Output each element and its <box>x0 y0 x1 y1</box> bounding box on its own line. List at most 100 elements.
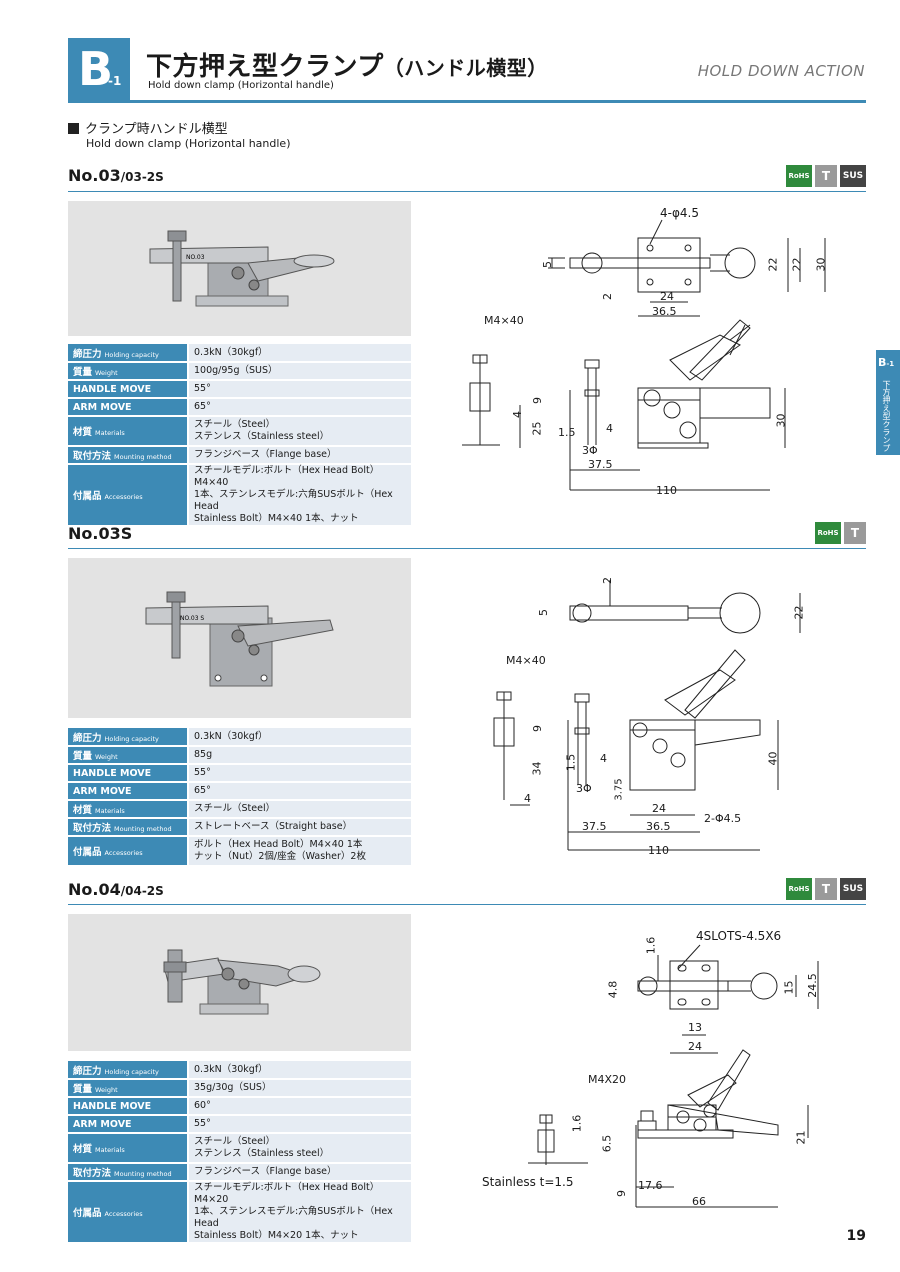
product-name-2: No.03S <box>68 524 133 543</box>
side-tab-vertical-text: 下方押え型クランプ <box>882 380 891 452</box>
page-subtitle: Hold down clamp (Horizontal handle) <box>148 80 334 91</box>
sus-badge: SUS <box>840 878 866 900</box>
dim-6-5: 6.5 <box>600 1134 614 1153</box>
dim-hole: 4-φ4.5 <box>660 206 699 220</box>
side-index-tab[interactable]: B-1 下方押え型クランプ <box>876 350 900 455</box>
dim-24: 24 <box>660 290 674 303</box>
product-name-1: No.03/03-2S <box>68 166 164 185</box>
dim-1-6: 1.6 <box>644 936 658 955</box>
rohs-badge: RoHS <box>786 878 812 900</box>
dim-bolt: M4×40 <box>506 654 546 667</box>
product-name-3: No.04/04-2S <box>68 880 164 899</box>
dim-24-5: 24.5 <box>805 973 819 998</box>
rohs-badge: RoHS <box>786 165 812 187</box>
dim-110: 110 <box>656 484 677 497</box>
dim-37-5: 37.5 <box>588 458 613 471</box>
header-rule <box>68 100 866 103</box>
rohs-badge: RoHS <box>815 522 841 544</box>
dim-5: 5 <box>537 609 550 616</box>
dim-3phi: 3Φ <box>582 444 598 457</box>
page-title: 下方押え型クランプ（ハンドル横型） <box>146 52 548 82</box>
dim-110: 110 <box>648 844 669 857</box>
dim-34: 34 <box>530 761 544 776</box>
dim-17-6: 17.6 <box>638 1179 663 1192</box>
technical-drawing-3: 4SLOTS-4.5X6 1.6 4.8 15 24.5 13 24 M4X20… <box>478 925 833 1215</box>
dim-22a: 22 <box>766 257 780 272</box>
dim-66: 66 <box>692 1195 706 1208</box>
dim-22: 22 <box>792 605 806 620</box>
badges-2: RoHS T <box>815 522 866 544</box>
product-photo-3 <box>68 914 411 1051</box>
dim-bolt: M4X20 <box>588 1073 627 1086</box>
dim-36-5: 36.5 <box>646 820 671 833</box>
dim-30: 30 <box>814 257 828 272</box>
dim-slots: 4SLOTS-4.5X6 <box>696 929 782 943</box>
dim-24: 24 <box>652 802 666 815</box>
square-bullet-icon <box>68 123 79 134</box>
photo-label: NO.03 S <box>180 615 204 622</box>
dim-37-5: 37.5 <box>582 820 607 833</box>
dim-9: 9 <box>615 1190 628 1197</box>
dim-3-75: 3.75 <box>613 778 625 801</box>
product-rule-3 <box>68 904 866 905</box>
dim-hole: 2-Φ4.5 <box>704 812 742 825</box>
side-tab-label: B-1 <box>878 356 895 369</box>
section-letter: B <box>78 42 114 96</box>
section-badge: B -1 <box>68 38 130 102</box>
dim-15: 15 <box>782 980 796 995</box>
product-photo-1: NO.03 <box>68 201 411 336</box>
dim-24: 24 <box>688 1040 702 1053</box>
dim-4b: 4 <box>606 422 613 435</box>
technical-drawing-2: 2 5 22 M4×40 9 34 1.5 4 3Φ 3.75 4 24 2-Φ… <box>470 570 815 860</box>
sus-badge: SUS <box>840 165 866 187</box>
dim-36-5: 36.5 <box>652 305 677 318</box>
badges-3: RoHS T SUS <box>786 878 866 900</box>
dim-1-6b: 1.6 <box>570 1114 584 1133</box>
dim-13: 13 <box>688 1021 702 1034</box>
product-rule-1 <box>68 191 866 192</box>
dim-1-5: 1.5 <box>558 426 576 439</box>
dim-1-5: 1.5 <box>564 753 578 772</box>
dim-5: 5 <box>541 261 554 268</box>
dim-9: 9 <box>531 725 544 732</box>
page-number: 19 <box>846 1228 866 1244</box>
ti-badge: T <box>844 522 866 544</box>
dim-22b: 22 <box>790 257 804 272</box>
dim-9: 9 <box>531 397 544 404</box>
technical-drawing-1: 4-φ4.5 5 2 22 22 30 24 36.5 M4×40 9 4 25… <box>440 200 835 505</box>
product-rule-2 <box>68 548 866 549</box>
intro-title: クランプ時ハンドル横型 <box>68 118 228 137</box>
dim-2: 2 <box>601 293 614 300</box>
dim-2: 2 <box>601 577 614 584</box>
page-english-title: HOLD DOWN ACTION <box>697 62 865 80</box>
dim-4-8: 4.8 <box>606 980 620 999</box>
ti-badge: T <box>815 878 837 900</box>
dim-40: 40 <box>766 751 780 766</box>
photo-label: NO.03 <box>186 254 205 261</box>
dim-4: 4 <box>600 752 607 765</box>
dim-bolt: M4×40 <box>484 314 524 327</box>
dim-4b: 4 <box>524 792 531 805</box>
